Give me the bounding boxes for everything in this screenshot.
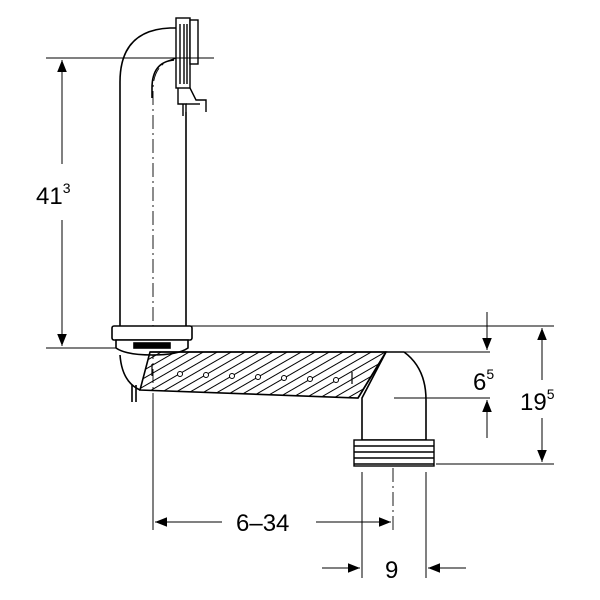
vertical-pipe [119,27,187,330]
lower-elbow [119,354,141,402]
extension-pipe [138,351,388,399]
outlet-spigot [353,439,435,467]
label-height-main: 413 [36,180,71,210]
wall-bracket [175,17,207,116]
label-height-outlet: 195 [520,386,555,416]
label-offset-small: 65 [473,366,494,396]
label-outlet-offset: 9 [385,557,398,584]
coupling-collar [111,325,193,356]
extension-lines [46,57,554,578]
label-horizontal-range: 6–34 [236,510,289,537]
